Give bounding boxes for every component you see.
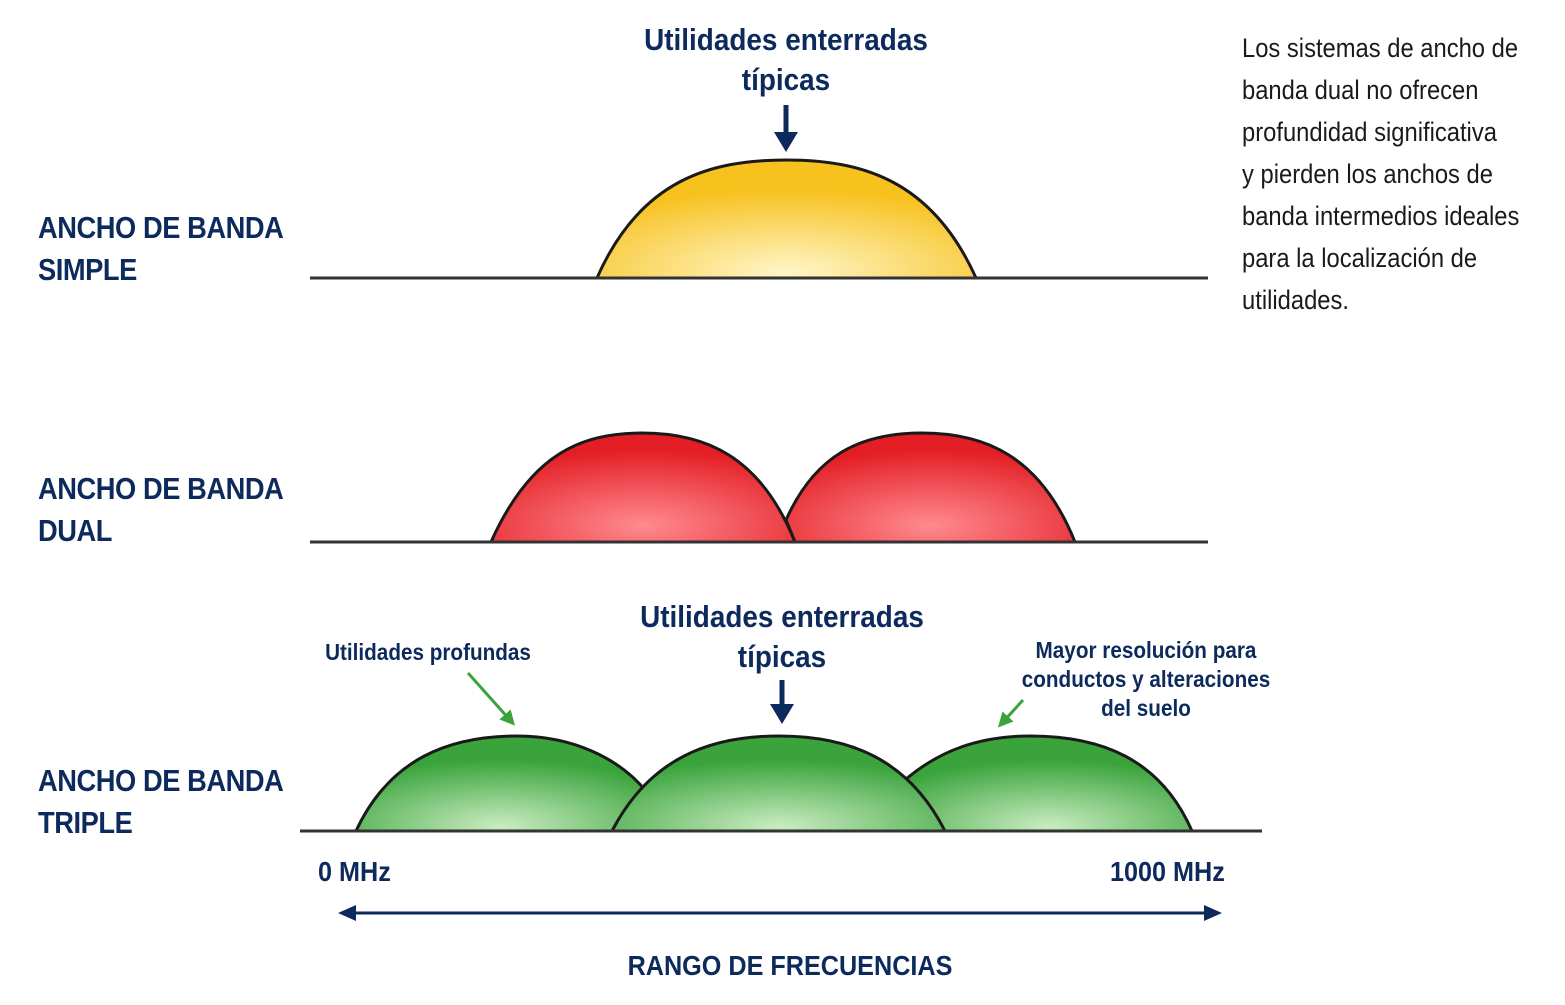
- top-callout-line1: Utilidades enterradas: [644, 22, 928, 57]
- middle-callout: Utilidades enterradas típicas: [602, 597, 962, 677]
- deep-callout: Utilidades profundas: [311, 638, 545, 667]
- resolution-callout: Mayor resolución para conductos y altera…: [1015, 636, 1278, 723]
- deep-callout-line1: Utilidades profundas: [325, 639, 531, 665]
- note-line-4: y pierden los anchos de: [1242, 159, 1493, 189]
- frequency-range-arrow: [338, 905, 1222, 921]
- axis-min-label: 0 MHz: [318, 856, 391, 887]
- deep-callout-arrow: [466, 672, 515, 726]
- note-line-2: banda dual no ofrecen: [1242, 75, 1479, 105]
- row-label-triple: ANCHO DE BANDA TRIPLE: [38, 760, 284, 844]
- middle-callout-arrow: [770, 680, 794, 724]
- row-label-single-line1: ANCHO DE BANDA: [38, 210, 284, 245]
- note-line-5: banda intermedios ideales: [1242, 201, 1520, 231]
- resolution-callout-line2: conductos y alteraciones: [1021, 666, 1271, 692]
- top-callout-line2: típicas: [741, 62, 831, 97]
- note-line-7: utilidades.: [1242, 285, 1350, 315]
- dual-band-dome-left: [488, 431, 798, 544]
- row-label-single-line2: SIMPLE: [38, 252, 137, 287]
- axis-max-label: 1000 MHz: [1110, 856, 1225, 887]
- note-line-6: para la localización de: [1242, 243, 1478, 273]
- dual-band-note: Los sistemas de ancho de banda dual no o…: [1242, 27, 1532, 321]
- resolution-callout-arrow: [997, 698, 1025, 728]
- top-callout-arrow: [774, 105, 798, 152]
- row-label-dual-line2: DUAL: [38, 513, 113, 548]
- middle-callout-line1: Utilidades enterradas: [640, 599, 924, 634]
- note-line-3: profundidad significativa: [1242, 117, 1497, 147]
- row-label-triple-line2: TRIPLE: [38, 805, 133, 840]
- triple-band-dome-left: [353, 734, 647, 833]
- top-callout: Utilidades enterradas típicas: [606, 20, 966, 100]
- triple-band-dome-center: [609, 734, 948, 833]
- axis-range-label: RANGO DE FRECUENCIAS: [627, 950, 953, 981]
- row-label-dual-line1: ANCHO DE BANDA: [38, 471, 284, 506]
- middle-callout-line2: típicas: [737, 639, 827, 674]
- resolution-callout-line3: del suelo: [1101, 695, 1191, 721]
- triple-band-dome-right: [902, 734, 1195, 833]
- row-label-dual: ANCHO DE BANDA DUAL: [38, 468, 284, 552]
- note-line-1: Los sistemas de ancho de: [1242, 33, 1519, 63]
- single-band-dome: [594, 158, 979, 280]
- resolution-callout-line1: Mayor resolución para: [1035, 637, 1257, 663]
- dual-band-dome-right: [784, 431, 1078, 544]
- row-label-single: ANCHO DE BANDA SIMPLE: [38, 207, 284, 291]
- row-label-triple-line1: ANCHO DE BANDA: [38, 763, 284, 798]
